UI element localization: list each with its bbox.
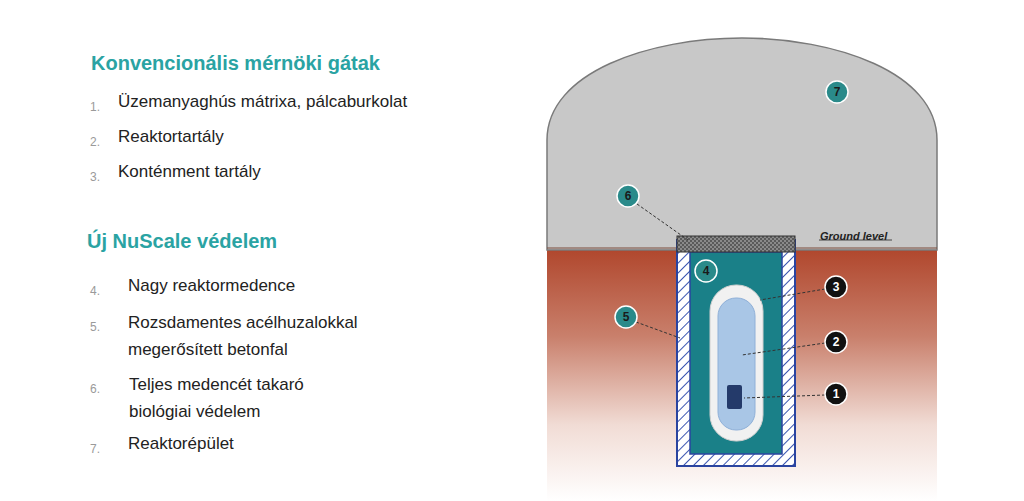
list-number: 2. [90, 131, 100, 153]
callout-number: 2 [825, 334, 847, 350]
concrete-wall [677, 240, 795, 466]
list-item: Teljes medencét takaró biológiai védelem [129, 371, 339, 425]
list-number: 5. [90, 316, 100, 338]
leader-lines [636, 204, 825, 398]
callout-number: 6 [617, 188, 639, 204]
callout-number: 1 [825, 386, 847, 402]
callout-number: 4 [695, 263, 717, 279]
ground-level-label: Ground level [820, 225, 887, 247]
list-item: Reaktortartály [118, 126, 224, 148]
list-item: Rozsdamentes acélhuzalokkal megerősített… [128, 309, 378, 363]
list-item: Nagy reaktormedence [128, 275, 295, 297]
section-heading: Új NuScale védelem [87, 230, 277, 252]
list-item: Reaktorépület [128, 433, 234, 455]
callout-number: 7 [826, 84, 848, 100]
list-number: 6. [90, 378, 100, 400]
list-number: 4. [90, 280, 100, 302]
reactor-vessel [718, 298, 755, 430]
callout-number: 3 [825, 279, 847, 295]
list-number: 1. [90, 96, 100, 118]
reactor-pool [690, 252, 782, 454]
list-number: 7. [90, 438, 100, 460]
callout-circles [615, 81, 848, 405]
list-item: Üzemanyaghús mátrixa, pálcaburkolat [118, 91, 407, 113]
list-item: Konténment tartály [118, 161, 261, 183]
section-heading: Konvencionális mérnöki gátak [91, 52, 380, 74]
fuel-core [727, 385, 742, 409]
reactor-building [547, 38, 937, 250]
callout-number: 5 [615, 309, 637, 325]
bioshield [677, 236, 795, 252]
containment-vessel [710, 285, 763, 441]
list-number: 3. [90, 166, 100, 188]
